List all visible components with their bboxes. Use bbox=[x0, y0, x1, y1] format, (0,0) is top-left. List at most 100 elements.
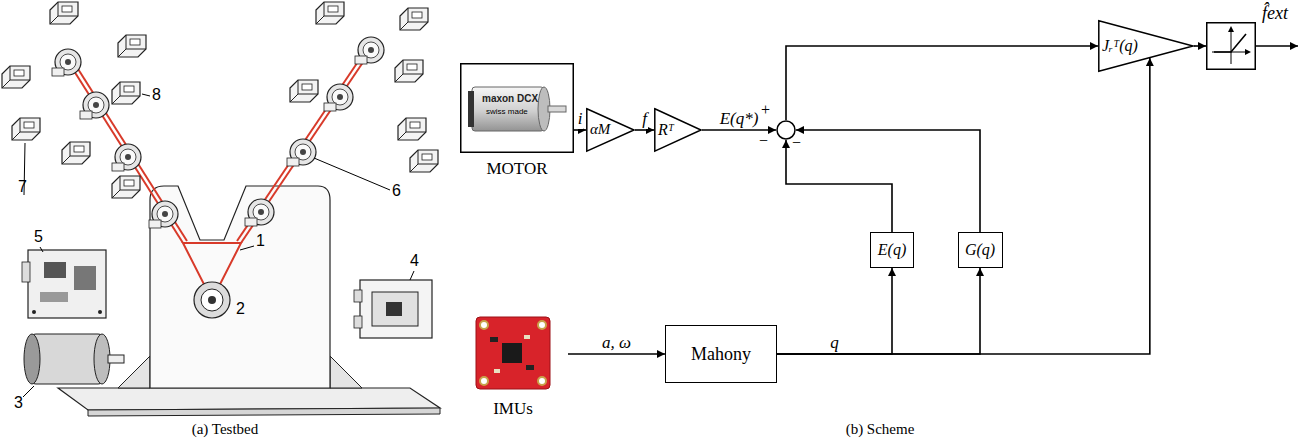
gain-label: αM bbox=[590, 121, 610, 138]
gain-label: Rᵀ bbox=[658, 121, 674, 139]
signal-line bbox=[777, 58, 1150, 354]
illustration-part bbox=[354, 290, 362, 302]
signal-line bbox=[796, 130, 980, 232]
signal-label: q bbox=[829, 333, 840, 353]
illustration-part bbox=[241, 40, 378, 243]
illustration-part bbox=[1228, 26, 1234, 32]
illustration-part bbox=[538, 321, 546, 329]
illustration-part bbox=[2, 66, 30, 88]
illustration-part bbox=[1214, 34, 1246, 52]
photo-text: swiss made bbox=[486, 107, 528, 116]
signal-label: i bbox=[577, 109, 584, 129]
illustration-part bbox=[324, 84, 353, 111]
saturation-block: f̂ext bbox=[1206, 22, 1256, 70]
illustration-part bbox=[88, 408, 440, 416]
callout-number: 8 bbox=[152, 86, 161, 104]
illustration-part bbox=[398, 118, 426, 140]
illustration-part bbox=[40, 292, 68, 302]
callout-number: 3 bbox=[14, 394, 23, 412]
signal-line bbox=[568, 353, 665, 355]
illustration-part bbox=[502, 343, 522, 363]
signal-line bbox=[702, 129, 776, 131]
illustration-part bbox=[40, 247, 43, 252]
illustration-part bbox=[548, 106, 566, 112]
leader-lines bbox=[23, 94, 414, 397]
illustration-part bbox=[112, 176, 140, 198]
signal-label: E(q*) bbox=[719, 109, 760, 129]
illustration-part bbox=[62, 52, 183, 243]
illustration-part bbox=[355, 37, 384, 64]
illustration-part bbox=[538, 377, 546, 385]
illustration-part bbox=[44, 262, 66, 278]
illustration-part bbox=[526, 365, 534, 370]
filter-box: Mahony bbox=[665, 325, 777, 383]
illustration-part bbox=[28, 250, 106, 318]
illustration-part bbox=[287, 139, 316, 166]
signal-line bbox=[777, 268, 980, 354]
illustration-part bbox=[58, 388, 440, 410]
illustration-part bbox=[400, 8, 428, 30]
function-box: G(q) bbox=[958, 232, 1003, 268]
illustration-part bbox=[201, 289, 223, 311]
callout-number: 6 bbox=[392, 182, 401, 200]
triangle-shape bbox=[655, 109, 701, 151]
function-box: E(q) bbox=[870, 232, 914, 268]
subfigure-caption: (a) Testbed bbox=[192, 421, 259, 438]
callout-number: 1 bbox=[256, 232, 265, 250]
signal-line bbox=[574, 129, 586, 131]
illustration-part bbox=[108, 355, 124, 363]
illustration-part bbox=[112, 82, 140, 104]
red-tendons bbox=[62, 38, 378, 300]
illustration-part bbox=[524, 335, 530, 339]
illustration-part bbox=[149, 201, 178, 228]
imu-photo-art bbox=[458, 313, 568, 393]
illustration-part bbox=[314, 158, 390, 190]
photo-text: maxon DCX bbox=[482, 93, 538, 105]
illustration-part bbox=[461, 64, 574, 153]
saturation-block-art bbox=[1206, 22, 1256, 70]
illustration-part bbox=[1207, 23, 1256, 70]
sign-label: − bbox=[759, 132, 768, 150]
shaft-hub bbox=[194, 282, 230, 318]
illustration-part bbox=[480, 377, 488, 385]
illustration-part bbox=[360, 280, 432, 338]
illustration-part bbox=[354, 316, 362, 328]
illustration-part bbox=[290, 80, 318, 102]
callout-number: 2 bbox=[236, 300, 245, 318]
block-label: IMUs bbox=[493, 399, 533, 419]
illustration-part bbox=[12, 118, 40, 140]
subfigure-caption: (b) Scheme bbox=[846, 421, 915, 438]
box-label: Mahony bbox=[691, 344, 751, 365]
illustration-part bbox=[410, 150, 438, 172]
callout-number: 7 bbox=[18, 178, 27, 196]
illustration-part bbox=[494, 369, 500, 373]
control-board bbox=[22, 250, 106, 318]
illustration-part bbox=[50, 2, 78, 24]
illustration-part bbox=[24, 334, 40, 384]
sign-label: − bbox=[792, 134, 801, 152]
illustration-part bbox=[1245, 49, 1251, 55]
signal-line bbox=[777, 268, 892, 354]
callout-number: 5 bbox=[34, 228, 43, 246]
illustration-part bbox=[52, 49, 81, 76]
signal-line bbox=[635, 129, 654, 131]
illustration-part bbox=[118, 35, 146, 57]
illustration-part bbox=[74, 266, 96, 290]
arm-joints bbox=[52, 37, 384, 228]
illustration-part bbox=[62, 142, 90, 164]
illustration-part bbox=[472, 87, 544, 131]
illustration-part bbox=[476, 317, 550, 389]
gain-triangle: αM bbox=[586, 108, 635, 152]
gain-triangle: Rᵀ bbox=[654, 108, 702, 152]
illustration-part bbox=[240, 246, 254, 250]
illustration-part bbox=[80, 92, 109, 119]
illustration-part bbox=[330, 356, 362, 388]
triangle-shape bbox=[587, 109, 634, 151]
illustration-part bbox=[316, 2, 344, 24]
dc-motor bbox=[24, 334, 124, 384]
signal-line bbox=[786, 46, 1098, 120]
output-arrow bbox=[1256, 45, 1298, 47]
summing-junction: +−− bbox=[776, 120, 796, 140]
illustration-part bbox=[1231, 31, 1232, 64]
